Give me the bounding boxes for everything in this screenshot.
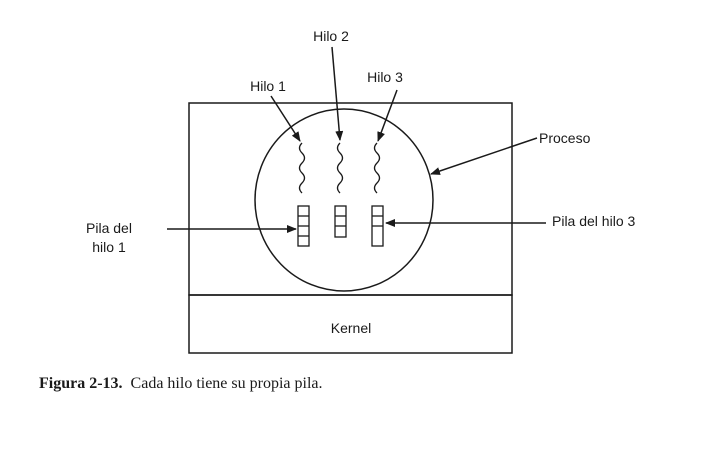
thread1-squiggle (298, 142, 306, 194)
label-process: Proceso (539, 130, 591, 146)
thread2-squiggle (336, 142, 344, 194)
label-thread2: Hilo 2 (313, 28, 349, 44)
label-stack1-line2: hilo 1 (92, 239, 126, 255)
process-box (188, 102, 513, 296)
arrow-thread1 (270, 95, 301, 142)
stack-thread1 (297, 205, 310, 247)
process-circle (254, 108, 434, 292)
label-stack1-line1: Pila del (86, 220, 132, 236)
label-stack3: Pila del hilo 3 (552, 213, 635, 229)
thread3-squiggle (373, 142, 381, 194)
kernel-box (188, 294, 513, 354)
label-thread3: Hilo 3 (367, 69, 403, 85)
stack-thread2 (334, 205, 347, 238)
figure-caption: Figura 2-13. Cada hilo tiene su propia p… (39, 375, 323, 393)
arrow-process (430, 137, 538, 175)
stack-thread3 (371, 205, 384, 247)
label-kernel: Kernel (331, 320, 371, 336)
arrow-thread3 (377, 89, 398, 142)
label-thread1: Hilo 1 (250, 78, 286, 94)
arrow-thread2 (331, 46, 344, 141)
caption-text: Cada hilo tiene su propia pila. (130, 375, 323, 392)
caption-label: Figura 2-13. (39, 375, 123, 392)
